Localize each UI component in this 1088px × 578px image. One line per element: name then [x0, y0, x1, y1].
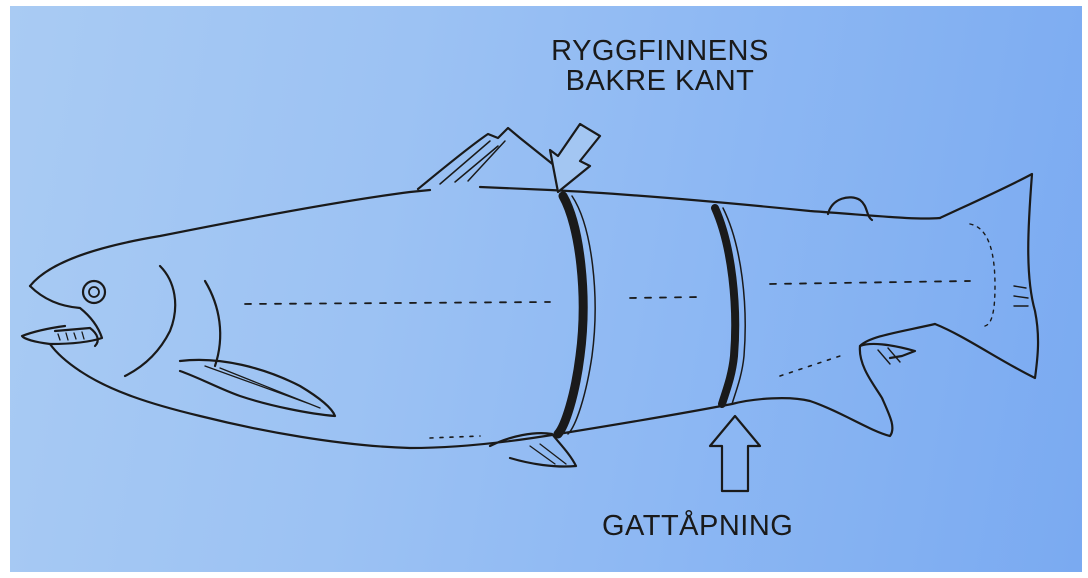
label-vent: GATTÅPNING [602, 511, 842, 541]
tail-fin [935, 174, 1038, 378]
label-dorsal-line1: RYGGFINNENS [530, 36, 790, 66]
adipose-fin [828, 197, 872, 220]
pectoral-fin [180, 360, 335, 416]
fish-eye [83, 281, 105, 303]
arrow-down-left-icon [550, 124, 600, 192]
lateral-line [245, 281, 970, 304]
tail-fin-rays [1014, 286, 1028, 306]
tail-fin-inner [970, 224, 995, 326]
fish-diagram-panel: RYGGFINNENS BAKRE KANT GATTÅPNING [10, 6, 1082, 572]
belly-dots [430, 356, 840, 438]
arrow-up-icon [710, 416, 760, 491]
fish-belly-outline [80, 324, 935, 448]
fish-pupil [89, 287, 99, 297]
anal-fin [860, 344, 915, 358]
cut-band-vent [715, 208, 735, 404]
pelvic-fin-rays [530, 444, 566, 464]
gill-line [205, 281, 220, 366]
cut-band-dorsal [558, 196, 583, 434]
gill-cover [125, 266, 175, 376]
label-dorsal-fin-rear-edge: RYGGFINNENS BAKRE KANT [530, 36, 790, 97]
label-dorsal-line2: BAKRE KANT [530, 66, 790, 96]
fish-back-outline [30, 187, 940, 286]
fish-teeth [58, 332, 84, 340]
